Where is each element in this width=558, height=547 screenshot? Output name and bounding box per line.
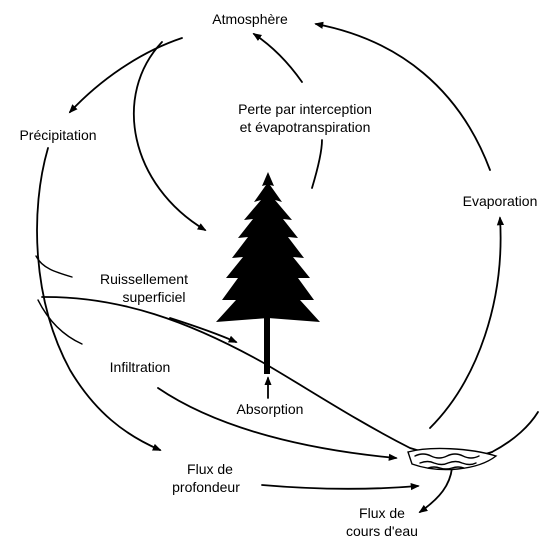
arrow-evaporation-to-atmosphere xyxy=(314,21,491,171)
label-atmosphere: Atmosphère xyxy=(212,11,288,27)
label-interception-line2: et évapotranspiration xyxy=(240,119,371,135)
label-interception-line1: Perte par interception xyxy=(238,101,372,117)
label-infiltration: Infiltration xyxy=(110,359,171,375)
arrow-transpiration-to-atmosphere xyxy=(252,33,303,83)
label-stream-flow-line2: cours d'eau xyxy=(346,523,418,539)
water-body xyxy=(407,447,498,471)
arrow-atmosphere-to-precipitation xyxy=(68,37,183,114)
label-absorption: Absorption xyxy=(237,401,304,417)
arrow-infiltration-to-stream xyxy=(157,387,398,461)
label-runoff-line1: Ruissellement xyxy=(100,271,188,287)
arrow-runoff xyxy=(169,317,238,343)
ground-arc-right xyxy=(491,411,539,453)
arrow-atmosphere-to-canopy xyxy=(132,41,207,231)
branch-to-runoff xyxy=(35,255,73,278)
arrow-tree-to-interception xyxy=(311,139,323,189)
label-precipitation: Précipitation xyxy=(19,127,96,143)
precipitation-trunk xyxy=(36,147,162,451)
conifer-tree-icon xyxy=(216,172,320,374)
label-deep-flow-line1: Flux de xyxy=(187,461,233,477)
branch-to-infiltration xyxy=(37,299,83,345)
label-deep-flow-line2: profondeur xyxy=(172,479,240,495)
label-stream-flow-line1: Flux de xyxy=(359,505,405,521)
arrow-water-to-evaporation xyxy=(429,216,505,429)
arrow-stream-flow xyxy=(418,467,453,514)
arrow-deep-flow-to-stream xyxy=(261,483,420,491)
label-runoff-line2: superficiel xyxy=(122,289,185,305)
label-evaporation: Evaporation xyxy=(463,193,538,209)
